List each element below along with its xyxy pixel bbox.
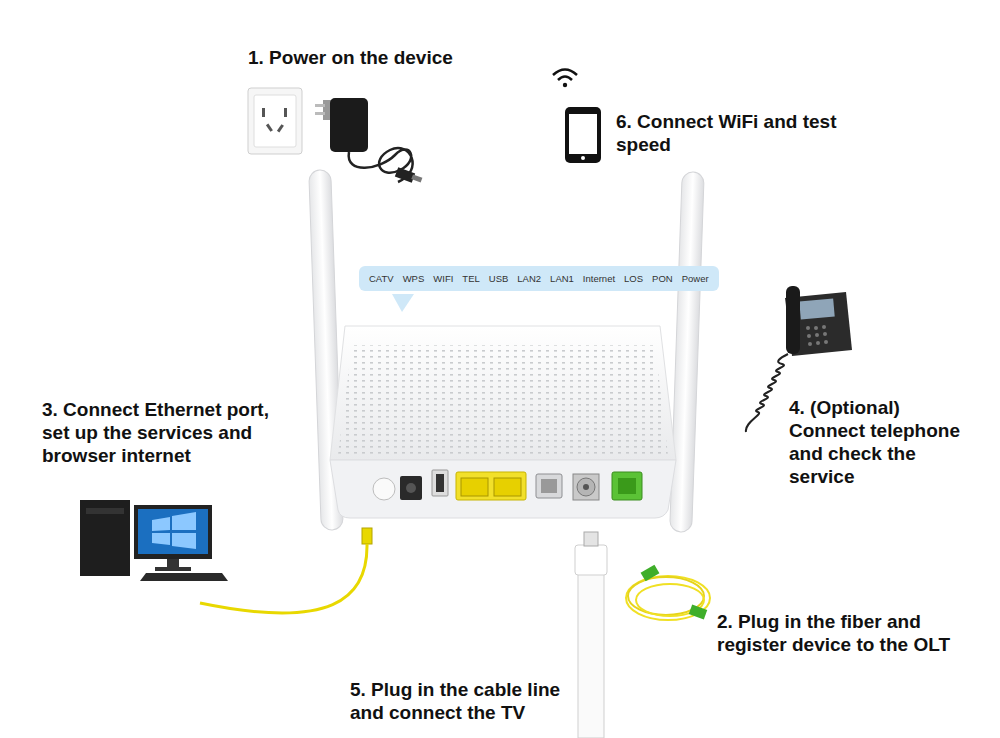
indicator-label: PON: [652, 273, 673, 284]
step-callout: 1. Power on the device: [248, 46, 508, 69]
indicator-bubble: CATV WPS WIFI TEL USB LAN2 LAN1 Internet LOS PON P…: [359, 266, 719, 291]
step-callout: 2. Plug in the fiber and register device…: [717, 610, 979, 656]
step-callout: 5. Plug in the cable line and connect th…: [350, 678, 576, 724]
step-callout: 4. (Optional) Connect telephone and chec…: [789, 396, 979, 488]
step-callout: 6. Connect WiFi and test speed: [616, 110, 838, 156]
indicator-label: Power: [682, 273, 709, 284]
indicator-label: WPS: [403, 273, 425, 284]
indicator-label: Internet: [583, 273, 615, 284]
indicator-label: CATV: [369, 273, 394, 284]
step-callout: 3. Connect Ethernet port, set up the ser…: [42, 398, 297, 467]
indicator-label: LAN1: [550, 273, 574, 284]
indicator-label: USB: [489, 273, 509, 284]
indicator-label: WIFI: [433, 273, 453, 284]
indicator-label: LOS: [624, 273, 643, 284]
indicator-label: TEL: [462, 273, 479, 284]
indicator-label: LAN2: [517, 273, 541, 284]
